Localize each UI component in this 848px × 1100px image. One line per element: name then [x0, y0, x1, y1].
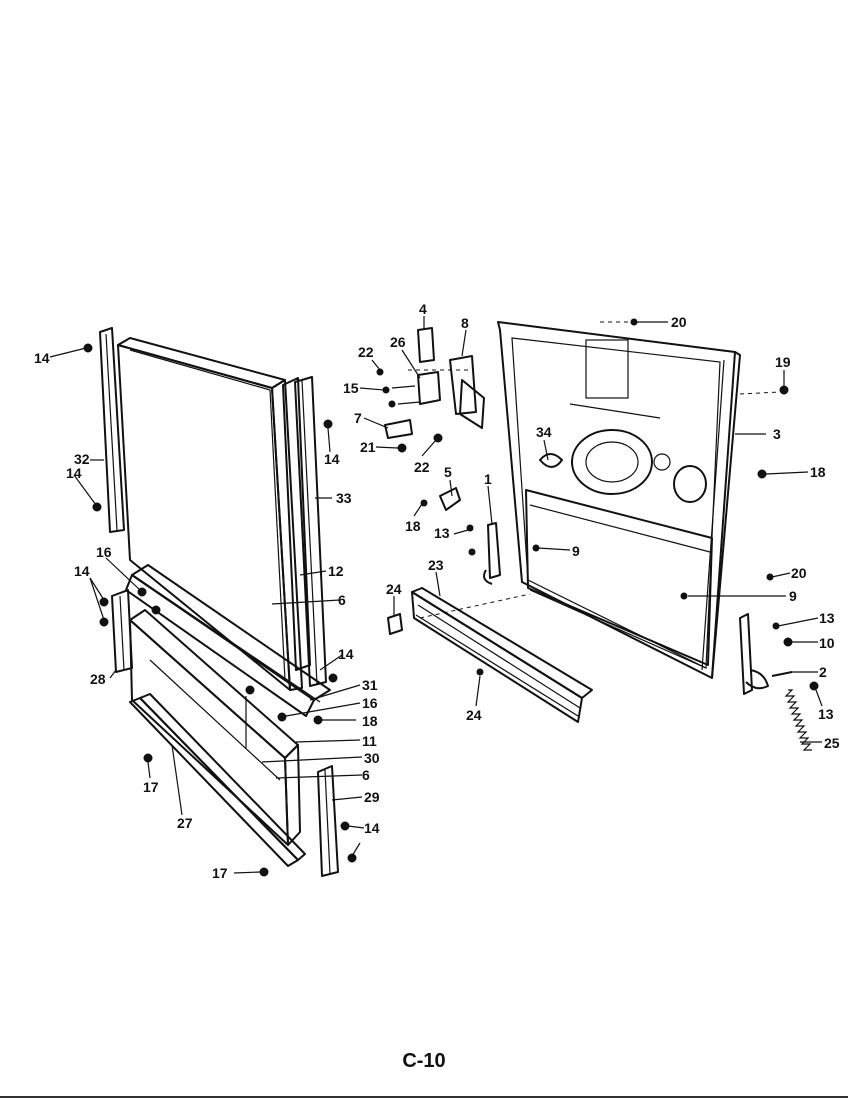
callout-8: 8: [461, 315, 469, 331]
latch-parts: [420, 453, 563, 585]
right-trim-strip: [282, 376, 327, 687]
bottom-rail: [125, 564, 331, 717]
callout-14-left-mid: 14: [66, 465, 82, 481]
callout-14-top: 14: [34, 350, 50, 366]
callout-17-lower: 17: [212, 865, 228, 881]
door-outer-panel: [117, 337, 303, 691]
hinge-assembly: [376, 327, 485, 453]
callout-25: 25: [824, 735, 840, 751]
callout-18-mid: 18: [405, 518, 421, 534]
callout-9-lower: 9: [789, 588, 797, 604]
callout-16-upper: 16: [96, 544, 112, 560]
callout-19: 19: [775, 354, 791, 370]
callout-20-lower: 20: [791, 565, 807, 581]
callout-4: 4: [419, 301, 427, 317]
alignment-lines: [408, 321, 781, 619]
callout-30: 30: [364, 750, 380, 766]
callout-5: 5: [444, 464, 452, 480]
small-screws-right: [630, 318, 789, 581]
callout-7: 7: [354, 410, 362, 426]
door-trim-bottom: [387, 587, 593, 723]
callout-12: 12: [328, 563, 344, 579]
left-trim-strip: [99, 327, 125, 533]
callout-26: 26: [390, 334, 406, 350]
callout-29: 29: [364, 789, 380, 805]
callout-13-mid: 13: [819, 610, 835, 626]
callout-31: 31: [362, 677, 378, 693]
callout-28: 28: [90, 671, 106, 687]
callout-labels: 4 8 20 22 26 19 15 7 3 34 21 22 18 5 1 1…: [34, 301, 840, 881]
callout-10: 10: [819, 635, 835, 651]
callout-1: 1: [484, 471, 492, 487]
callout-18-left: 18: [362, 713, 378, 729]
side-trim-lower: [317, 765, 339, 877]
kick-panel: [129, 609, 301, 846]
callout-22: 22: [358, 344, 374, 360]
callout-20: 20: [671, 314, 687, 330]
inner-door-panel: [497, 321, 741, 679]
callout-11: 11: [362, 733, 377, 749]
screw-fasteners-left: [83, 343, 357, 877]
callout-23: 23: [428, 557, 444, 573]
callout-13-upper: 13: [434, 525, 450, 541]
callout-18-right: 18: [810, 464, 826, 480]
callout-3: 3: [773, 426, 781, 442]
callout-24-upper: 24: [386, 581, 402, 597]
callout-6-lower: 6: [362, 767, 370, 783]
callout-14-bottom: 14: [364, 820, 380, 836]
page-label: C-10: [402, 1050, 446, 1072]
left-bracket: [111, 589, 133, 673]
door-spring-and-link: [739, 613, 819, 751]
callout-21: 21: [360, 439, 376, 455]
callout-2: 2: [819, 664, 827, 680]
callout-6-upper: 6: [338, 592, 346, 608]
callout-15: 15: [343, 380, 359, 396]
callout-34: 34: [536, 424, 552, 440]
callout-17-upper: 17: [143, 779, 159, 795]
callout-13-lower: 13: [818, 706, 834, 722]
callout-24-lower: 24: [466, 707, 482, 723]
leader-lines: [49, 316, 823, 874]
callout-16-lower: 16: [362, 695, 378, 711]
callout-14-cluster: 14: [74, 563, 90, 579]
callout-14-mid-right: 14: [338, 646, 354, 662]
callout-33: 33: [336, 490, 352, 506]
bottom-trim-strip: [129, 693, 306, 867]
callout-9-upper: 9: [572, 543, 580, 559]
callout-27: 27: [177, 815, 193, 831]
bottom-divider: [0, 1096, 848, 1098]
callout-32: 32: [74, 451, 90, 467]
callout-14-right-top: 14: [324, 451, 340, 467]
callout-22-lower: 22: [414, 459, 430, 475]
